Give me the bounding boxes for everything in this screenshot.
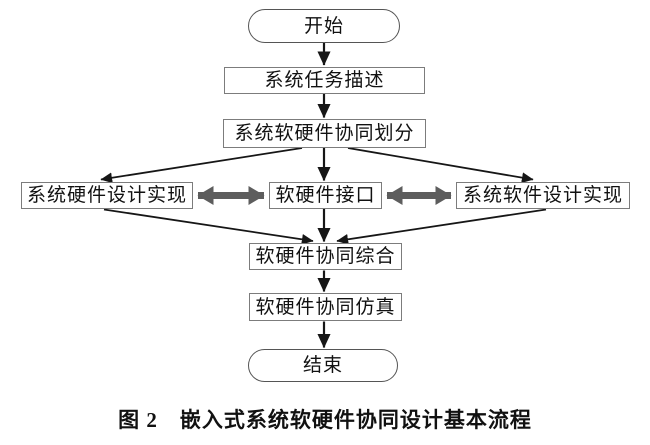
node-software-design: 系统软件设计实现 [456,182,630,209]
node-hw-sw-interface: 软硬件接口 [269,182,382,209]
edge-hardware-synthesis [103,208,314,245]
node-start: 开始 [248,9,400,43]
node-co-synthesis: 软硬件协同综合 [249,243,402,270]
node-end: 结束 [248,349,398,382]
edge-software-synthesis [336,208,547,245]
node-hw-sw-partition: 系统软硬件协同划分 [223,119,426,148]
edge-partition-hardware [100,147,303,184]
edge-partition-software [347,147,534,183]
node-task-description: 系统任务描述 [224,67,425,94]
figure-caption: 图 2 嵌入式系统软硬件协同设计基本流程 [118,408,532,432]
node-co-simulation: 软硬件协同仿真 [249,293,402,321]
node-hardware-design: 系统硬件设计实现 [21,182,193,209]
